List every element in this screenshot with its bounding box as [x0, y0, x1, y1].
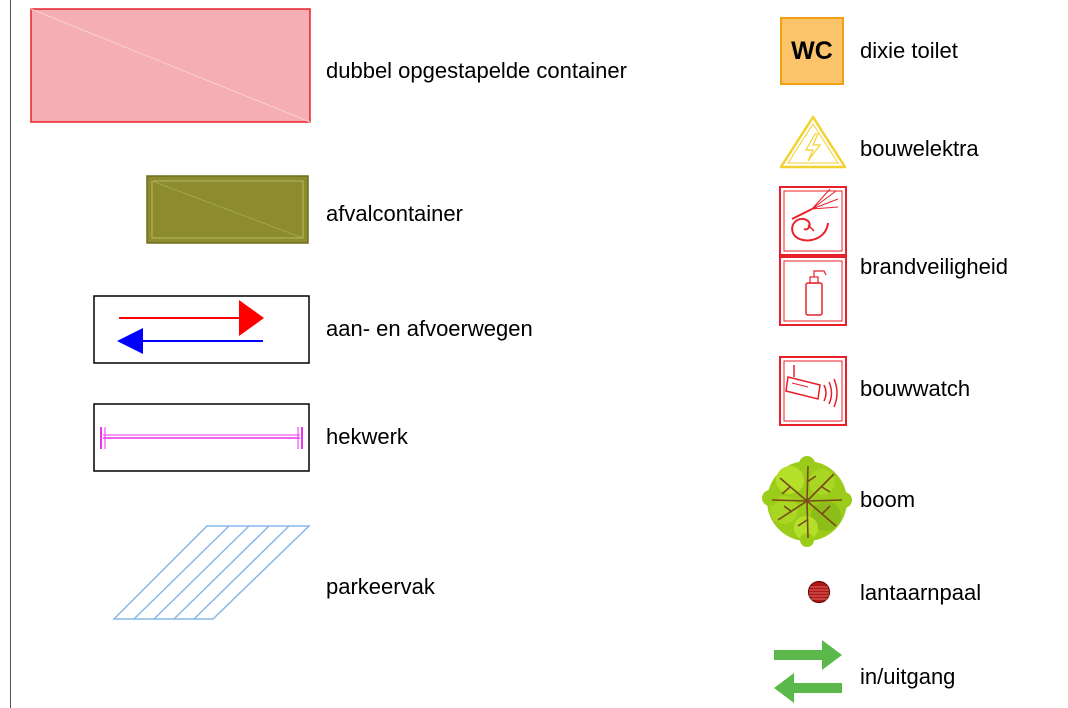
legend-label-street-lamp: lantaarnpaal [860, 580, 982, 605]
fence-icon [93, 403, 310, 472]
entrance-exit-icon [774, 640, 842, 703]
sheet-border-line [10, 0, 11, 708]
legend-label-parking-space: parkeervak [326, 574, 435, 599]
legend-label-tree: boom [860, 487, 916, 512]
legend-label-fence: hekwerk [326, 424, 408, 449]
waste-container-icon [146, 175, 309, 244]
legend-label-entrance-exit: in/uitgang [860, 664, 956, 689]
legend-label-waste-container: afvalcontainer [326, 201, 463, 226]
wc-icon: WC [780, 17, 844, 85]
fire-safety-icon [779, 186, 847, 326]
access-routes-icon [93, 295, 310, 364]
street-lamp-icon [807, 580, 831, 604]
legend-label-fire-safety: brandveiligheid [860, 254, 1008, 279]
wc-icon-text: WC [791, 36, 833, 65]
camera-icon [779, 356, 847, 426]
tree-icon [762, 456, 852, 547]
electricity-warning-icon [779, 115, 847, 169]
parking-space-icon [112, 525, 311, 620]
legend-label-access-routes: aan- en afvoerwegen [326, 316, 533, 341]
legend-label-site-watch: bouwwatch [860, 376, 971, 401]
stacked-container-icon [30, 8, 311, 123]
legend-label-dixie-toilet: dixie toilet [860, 38, 958, 63]
legend-label-construction-electricity: bouwelektra [860, 136, 979, 161]
legend-label-stacked-container: dubbel opgestapelde container [326, 58, 627, 83]
